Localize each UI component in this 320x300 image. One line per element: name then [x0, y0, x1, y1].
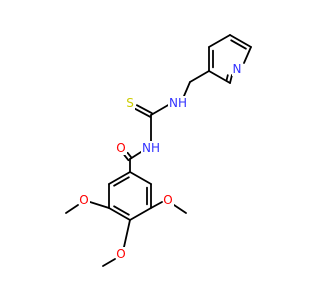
bond-c16-o17 [89, 201, 110, 209]
bond-c14-c15-second-line [113, 176, 130, 187]
atom-label-O20: O [116, 247, 127, 261]
bond-o20-c21 [102, 258, 116, 267]
atom-label-O17: O [79, 193, 90, 207]
bond-c19-o20 [123, 219, 131, 248]
atom-label-layer: S NH N NH O O O O [79, 62, 242, 261]
bond-c6-c7 [208, 34, 231, 48]
atom-label-O23: O [163, 193, 174, 207]
bond-c2-n3 [150, 103, 171, 116]
bond-n8-c10 [229, 74, 233, 84]
bond-c9-n8 [243, 46, 252, 64]
bond-o23-c24 [173, 204, 187, 214]
bond-n8-c10-second-line [225, 74, 229, 82]
bond-c14-c15 [108, 171, 131, 185]
bond-n3-c4 [183, 81, 191, 97]
svg-text:NH: NH [142, 141, 160, 155]
bond-c16-c19 [108, 207, 131, 221]
svg-text:S: S [126, 96, 134, 110]
svg-text:NH: NH [169, 96, 187, 110]
bond-c12-o13 [123, 154, 130, 162]
bond-c4-c5 [189, 70, 210, 83]
atom-label-S1: S [125, 96, 135, 110]
bond-c7-c9 [229, 34, 252, 48]
svg-text:O: O [116, 247, 125, 261]
bond-c7-c9-second-line [230, 39, 247, 50]
bond-c10-c5 [208, 70, 231, 84]
atom-label-N3: NH [168, 96, 188, 110]
svg-text:O: O [163, 193, 172, 207]
svg-text:O: O [79, 193, 88, 207]
bond-o17-c18 [65, 204, 79, 214]
svg-text:N: N [233, 62, 242, 76]
bond-s1-c2-second-line [134, 107, 152, 118]
bond-c12-o13-second-line [126, 151, 133, 159]
svg-text:O: O [116, 141, 125, 155]
bond-c25-c14 [129, 171, 152, 185]
bond-c22-o23 [150, 201, 163, 209]
bond-c16-c19-second-line [113, 205, 130, 216]
atom-label-N11: NH [141, 141, 161, 155]
bond-c19-c22 [129, 207, 152, 221]
bond-layer [65, 34, 252, 267]
atom-label-O13: O [116, 141, 127, 155]
molecule-structure-diagram: S NH N NH O O O O [65, 34, 252, 267]
bond-s1-c2 [135, 104, 153, 115]
atom-label-N8: N [232, 62, 242, 76]
